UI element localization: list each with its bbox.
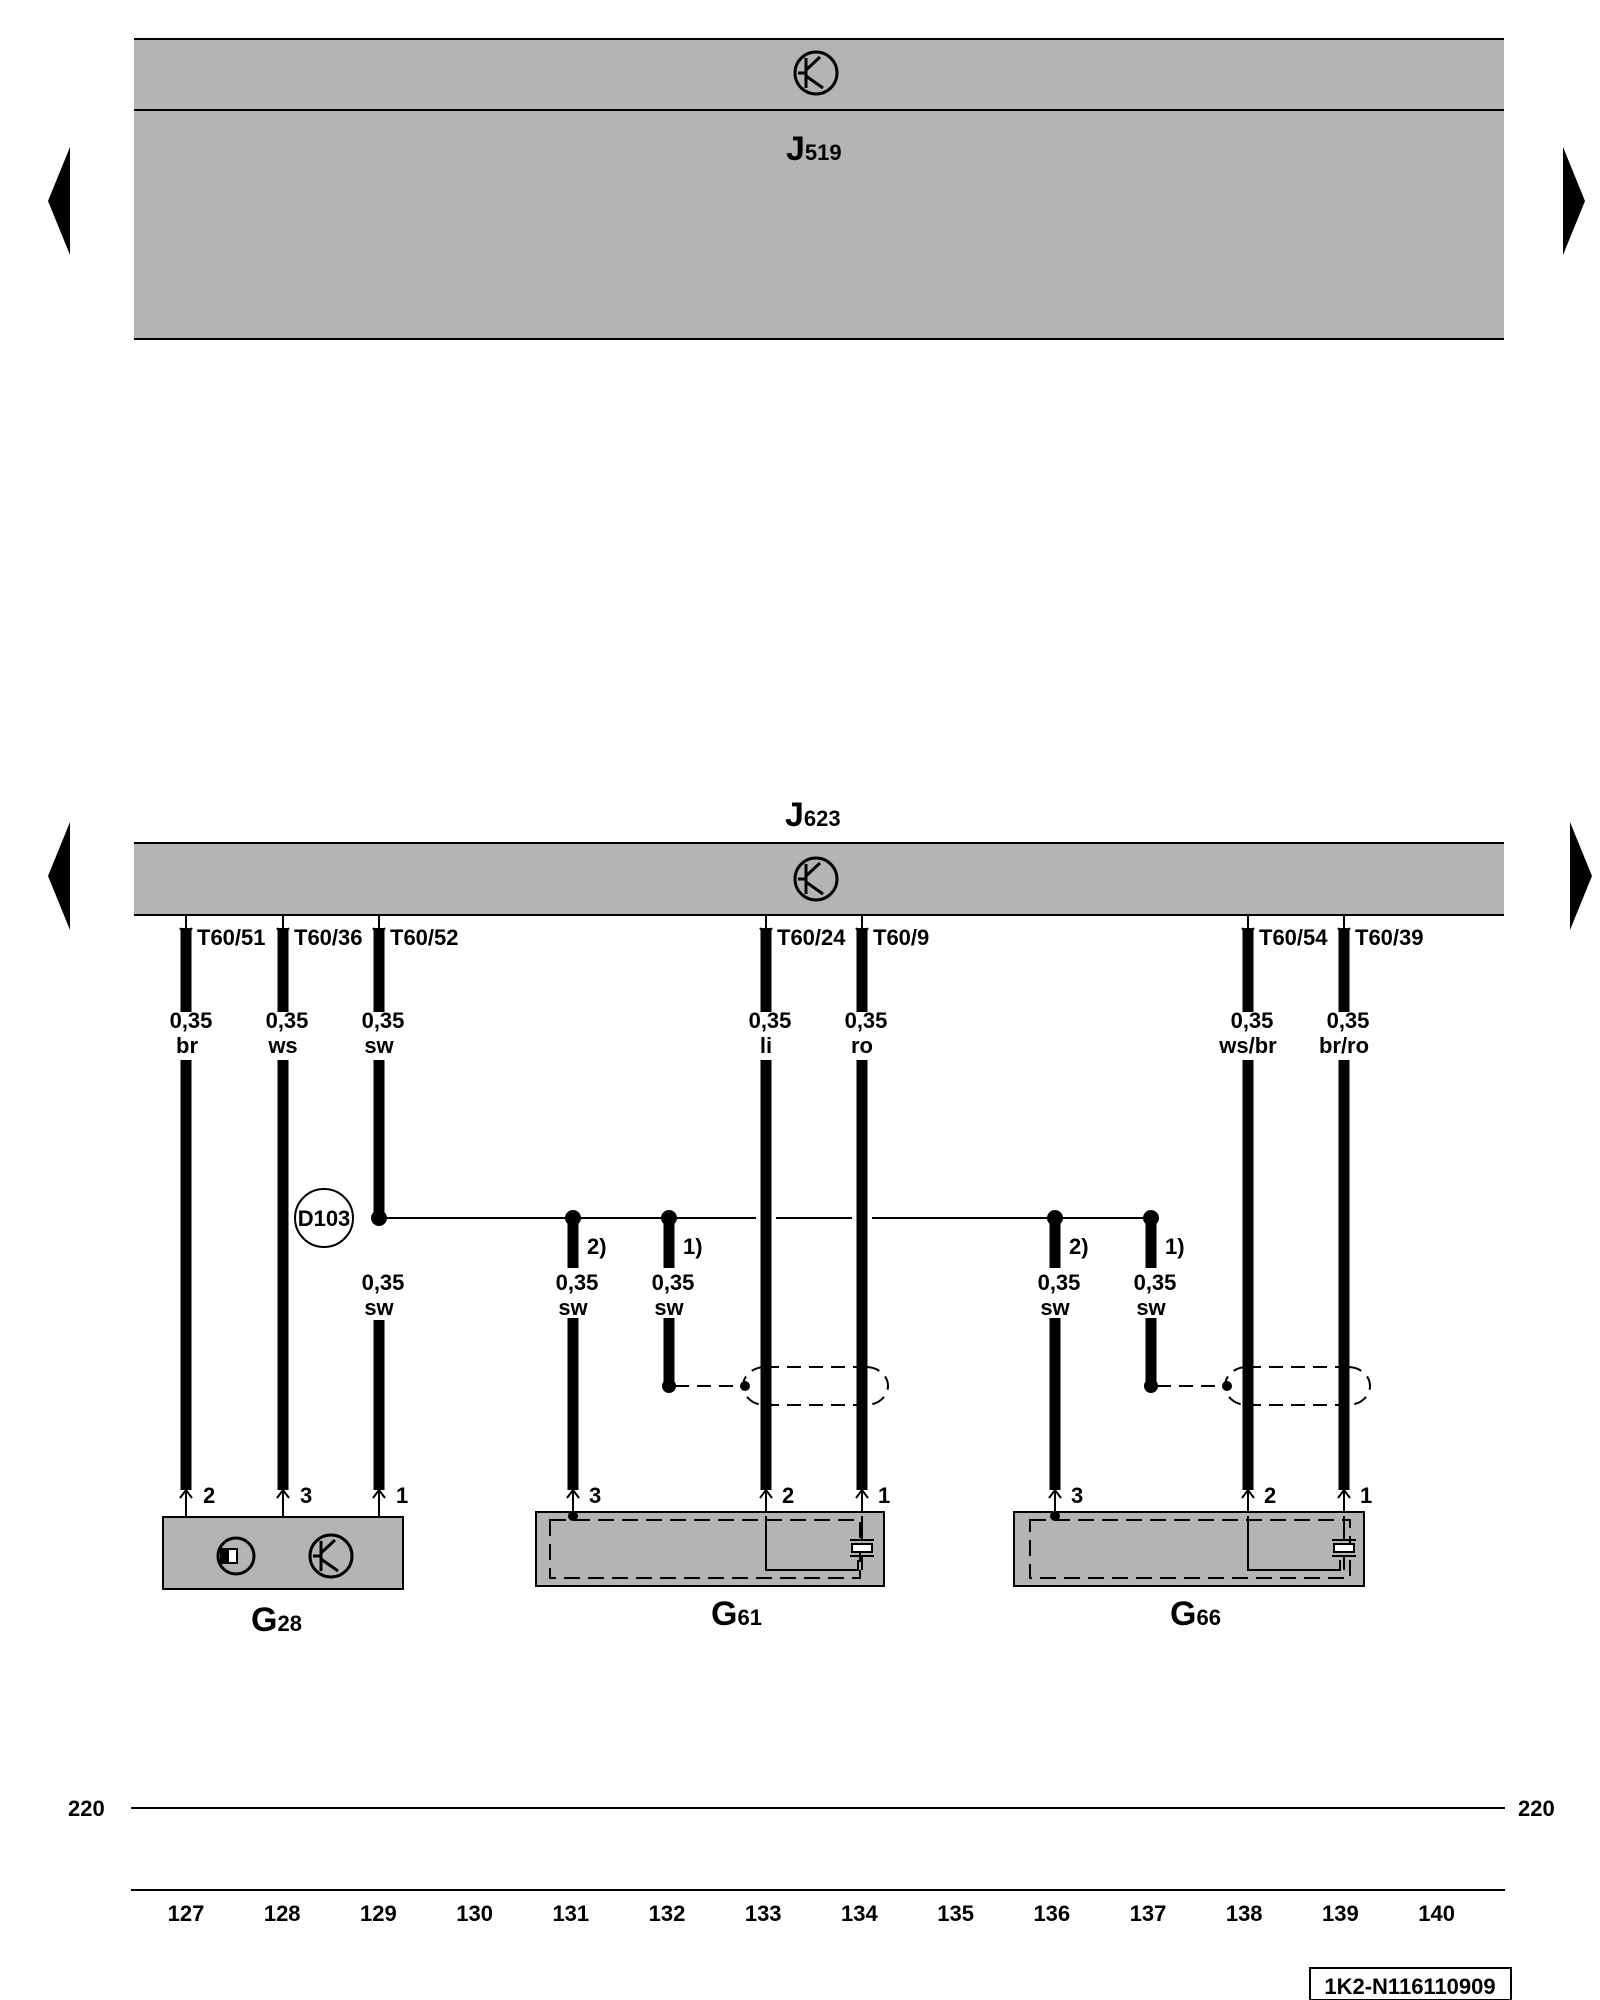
end-pin-w139: 1 (1360, 1483, 1372, 1508)
wire-size-w139: 0,35 (1327, 1008, 1370, 1033)
end-pin-w133: 2 (782, 1483, 794, 1508)
column-number: 133 (745, 1901, 782, 1926)
branch-size-b136: 0,35 (1038, 1270, 1081, 1295)
column-number: 137 (1130, 1901, 1167, 1926)
end-pin-w134: 1 (878, 1483, 890, 1508)
branch-b132 (661, 1210, 677, 1393)
pin-label-w138: T60/54 (1259, 925, 1328, 950)
piezo-element-icon (850, 1539, 874, 1570)
wire-color-w128: ws (267, 1033, 297, 1058)
wire-color-w129: sw (364, 1033, 394, 1058)
end-pin-b136: 3 (1071, 1483, 1083, 1508)
pin-label-w129: T60/52 (390, 925, 459, 950)
pin-arrows-top (179, 916, 1351, 938)
electronic-unit-icon (793, 856, 839, 902)
pin-label-w133: T60/24 (777, 925, 846, 950)
wire-size-w138: 0,35 (1231, 1008, 1274, 1033)
j519-label: J519 (786, 130, 842, 168)
wire-color-w127: br (176, 1033, 198, 1058)
wire-size-w134: 0,35 (845, 1008, 888, 1033)
electronic-unit-icon (308, 1533, 354, 1579)
note-b136: 2) (1069, 1234, 1089, 1259)
piezo-element-icon (1332, 1539, 1356, 1570)
wire-color-w133: li (760, 1033, 772, 1058)
next-page-arrow-bottom[interactable] (1570, 822, 1592, 930)
control-unit-j623 (134, 842, 1504, 916)
branch-color-b137: sw (1136, 1295, 1166, 1320)
sensor-g28: G28 (162, 1516, 404, 1639)
note-b132: 1) (683, 1234, 703, 1259)
reference-label-right: 220 (1518, 1796, 1555, 1821)
reference-label-left: 220 (68, 1796, 105, 1821)
end-pin-w127: 2 (203, 1483, 215, 1508)
g61-label: G61 (711, 1595, 762, 1633)
branch-size-b137: 0,35 (1134, 1270, 1177, 1295)
g66-label: G66 (1170, 1595, 1221, 1633)
branch-b136 (1047, 1210, 1063, 1490)
wire-size-w129: 0,35 (362, 1008, 405, 1033)
branch-size-b129: 0,35 (362, 1270, 405, 1295)
prev-page-arrow-bottom[interactable] (48, 822, 70, 930)
column-number: 134 (841, 1901, 878, 1926)
branch-size-b132: 0,35 (652, 1270, 695, 1295)
wire-size-w133: 0,35 (749, 1008, 792, 1033)
next-page-arrow-top[interactable] (1563, 147, 1585, 255)
column-number: 139 (1322, 1901, 1359, 1926)
wire-color-w139: br/ro (1319, 1033, 1369, 1058)
sensor-g66: G66 (1013, 1511, 1365, 1633)
j623-label: J623 (785, 796, 841, 834)
end-pin-w138: 2 (1264, 1483, 1276, 1508)
sensor-g61: G61 (535, 1511, 885, 1633)
end-pin-w128: 3 (300, 1483, 312, 1508)
column-number: 129 (360, 1901, 397, 1926)
prev-page-arrow-top[interactable] (48, 147, 70, 255)
branch-b131 (565, 1210, 581, 1490)
pin-label-w139: T60/39 (1355, 925, 1424, 950)
control-unit-j519: J519 (134, 38, 1504, 340)
column-number: 135 (937, 1901, 974, 1926)
column-number: 130 (456, 1901, 493, 1926)
branch-color-b129: sw (364, 1295, 394, 1320)
branch-color-b136: sw (1040, 1295, 1070, 1320)
document-id-box: 1K2-N116110909 (1309, 1967, 1512, 2000)
pin-label-w134: T60/9 (873, 925, 929, 950)
reference-line: 220 220 (68, 1796, 1555, 1821)
end-pin-w129: 1 (396, 1483, 408, 1508)
pin-label-w128: T60/36 (294, 925, 363, 950)
electronic-unit-icon (793, 50, 839, 96)
column-number: 136 (1033, 1901, 1070, 1926)
wire-size-w127: 0,35 (170, 1008, 213, 1033)
column-number: 132 (649, 1901, 686, 1926)
column-number: 127 (168, 1901, 205, 1926)
column-number: 128 (264, 1901, 301, 1926)
column-number: 138 (1226, 1901, 1263, 1926)
g28-label: G28 (251, 1601, 302, 1639)
magnetic-sensor-icon (216, 1536, 256, 1576)
note-b131: 2) (587, 1234, 607, 1259)
end-pin-b131: 3 (589, 1483, 601, 1508)
wire-size-w128: 0,35 (266, 1008, 309, 1033)
column-number: 140 (1418, 1901, 1455, 1926)
branch-color-b131: sw (558, 1295, 588, 1320)
column-numbers: 127 128 129 130 131 132 133 134 135 136 137 138 139 1… (168, 1901, 1455, 1926)
wire-color-w138: ws/br (1218, 1033, 1277, 1058)
document-id: 1K2-N116110909 (1324, 1974, 1495, 1999)
column-number: 131 (552, 1901, 589, 1926)
note-b137: 1) (1165, 1234, 1185, 1259)
pin-label-w127: T60/51 (197, 925, 266, 950)
connector-d103: D103 (294, 1188, 1150, 1248)
shield-g66-wires (1157, 1366, 1371, 1406)
wire-color-w134: ro (851, 1033, 873, 1058)
branch-color-b132: sw (654, 1295, 684, 1320)
shield-g61-wires (675, 1366, 889, 1406)
d103-label: D103 (298, 1206, 351, 1231)
branch-size-b131: 0,35 (556, 1270, 599, 1295)
branch-b137 (1143, 1210, 1159, 1393)
